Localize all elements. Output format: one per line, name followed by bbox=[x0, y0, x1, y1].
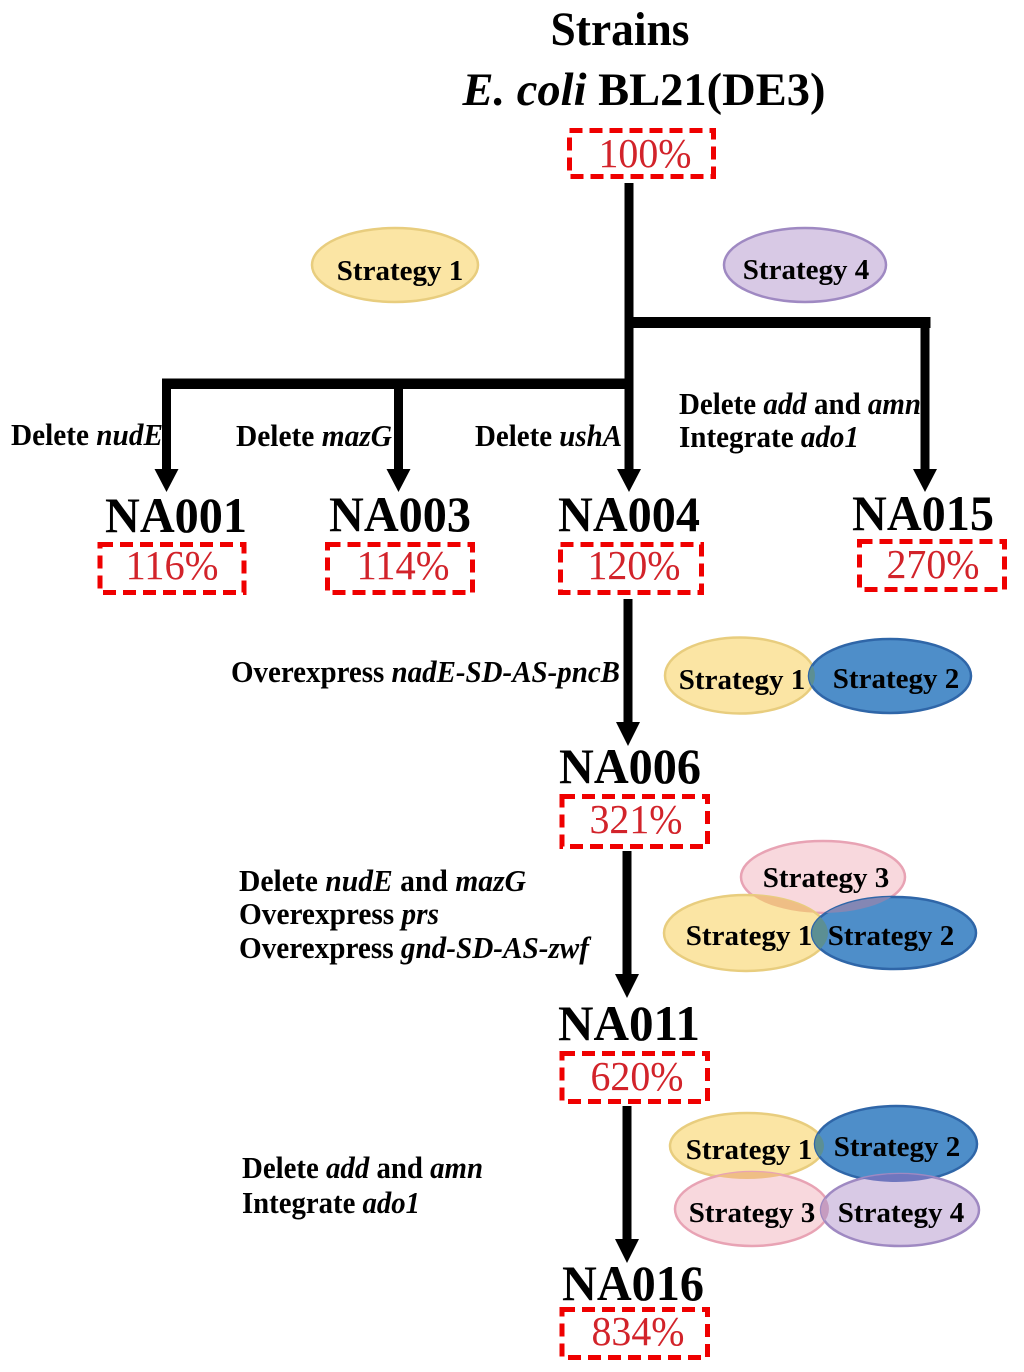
svg-text:Strategy 2: Strategy 2 bbox=[833, 663, 959, 695]
svg-text:NA004: NA004 bbox=[558, 486, 700, 542]
svg-text:Overexpress prs: Overexpress prs bbox=[239, 896, 439, 931]
svg-text:Strategy 1: Strategy 1 bbox=[679, 664, 805, 696]
svg-text:120%: 120% bbox=[588, 542, 681, 588]
svg-text:NA016: NA016 bbox=[562, 1255, 704, 1311]
svg-text:620%: 620% bbox=[591, 1053, 684, 1099]
svg-text:Delete ushA: Delete ushA bbox=[475, 418, 622, 453]
svg-text:Strains: Strains bbox=[551, 4, 690, 56]
svg-text:100%: 100% bbox=[599, 130, 692, 176]
svg-text:NA015: NA015 bbox=[852, 485, 994, 541]
svg-text:Strategy 3: Strategy 3 bbox=[763, 862, 889, 894]
svg-text:Strategy 1: Strategy 1 bbox=[686, 1134, 812, 1166]
svg-text:834%: 834% bbox=[592, 1308, 685, 1354]
svg-text:Strategy 2: Strategy 2 bbox=[828, 920, 954, 952]
svg-text:E. coli BL21(DE3): E. coli BL21(DE3) bbox=[462, 64, 826, 116]
svg-text:NA011: NA011 bbox=[558, 995, 700, 1051]
svg-text:114%: 114% bbox=[357, 542, 450, 588]
svg-text:Delete nudE and mazG: Delete nudE and mazG bbox=[239, 863, 527, 898]
svg-text:Strategy 4: Strategy 4 bbox=[743, 254, 869, 286]
svg-text:Integrate ado1: Integrate ado1 bbox=[679, 419, 859, 454]
svg-text:Integrate ado1: Integrate ado1 bbox=[242, 1185, 420, 1220]
svg-text:Delete mazG: Delete mazG bbox=[236, 418, 393, 453]
svg-text:Delete add and amn: Delete add and amn bbox=[242, 1150, 483, 1185]
svg-text:321%: 321% bbox=[590, 796, 683, 842]
svg-text:Overexpress gnd-SD-AS-zwf: Overexpress gnd-SD-AS-zwf bbox=[239, 930, 592, 965]
svg-text:116%: 116% bbox=[126, 542, 219, 588]
svg-text:Strategy 4: Strategy 4 bbox=[838, 1197, 964, 1229]
svg-text:Overexpress nadE-SD-AS-pncB: Overexpress nadE-SD-AS-pncB bbox=[231, 654, 620, 689]
svg-text:Delete nudE: Delete nudE bbox=[11, 417, 163, 452]
svg-text:NA006: NA006 bbox=[559, 738, 701, 794]
svg-text:Strategy 1: Strategy 1 bbox=[686, 920, 812, 952]
svg-text:Strategy 3: Strategy 3 bbox=[689, 1197, 815, 1229]
svg-text:Strategy 2: Strategy 2 bbox=[834, 1131, 960, 1163]
svg-text:Delete add and amn: Delete add and amn bbox=[679, 386, 921, 421]
svg-text:NA001: NA001 bbox=[105, 487, 247, 543]
svg-text:270%: 270% bbox=[887, 541, 980, 587]
svg-text:NA003: NA003 bbox=[329, 486, 471, 542]
svg-text:Strategy 1: Strategy 1 bbox=[337, 255, 463, 287]
